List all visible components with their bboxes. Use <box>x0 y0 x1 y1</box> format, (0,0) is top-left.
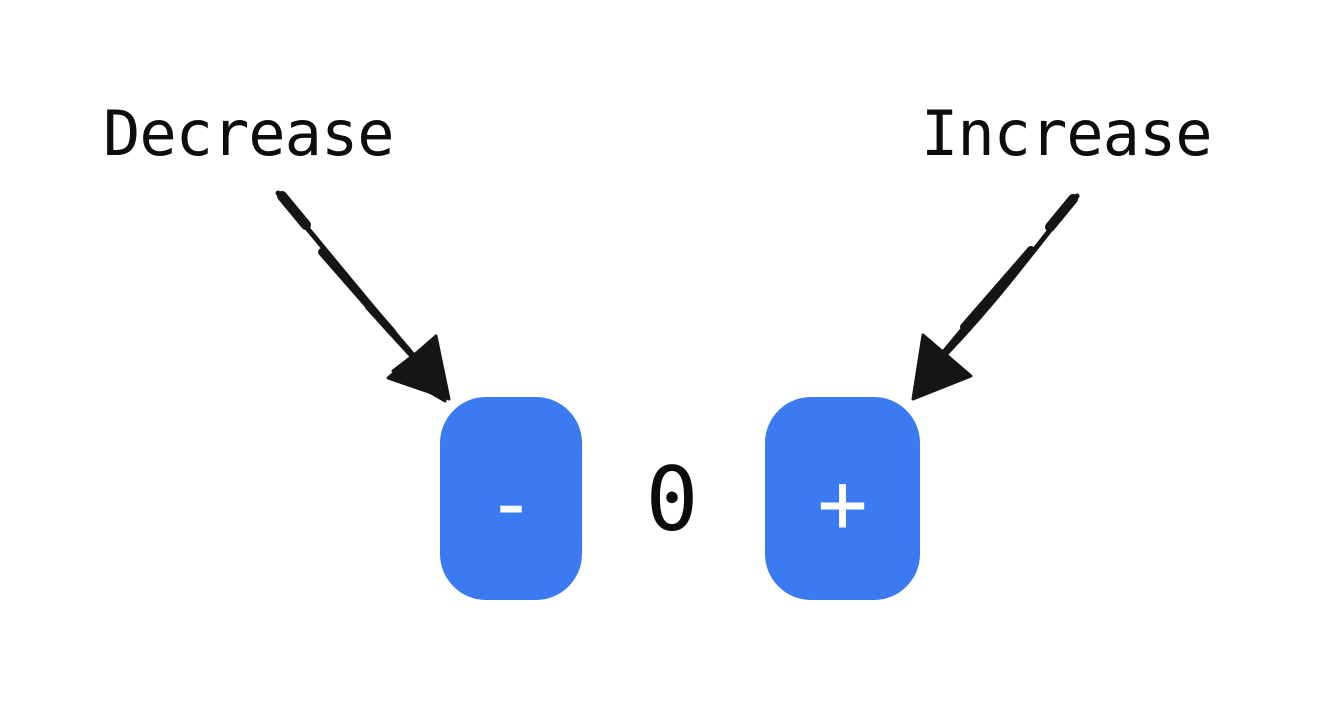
decrease-arrow-shaft <box>275 190 439 385</box>
increase-arrow-shaft <box>928 193 1080 372</box>
increase-arrow-shaft-overdraw-mid <box>960 246 1035 331</box>
increase-arrow-shaft-overdraw-low <box>935 297 991 363</box>
increase-arrow-head <box>911 333 973 401</box>
counter-value: 0 <box>645 448 699 551</box>
decrement-button[interactable]: - <box>440 397 582 600</box>
decrease-arrow-shaft-overdraw-low <box>365 304 433 378</box>
increase-arrow-icon <box>911 193 1080 401</box>
decrease-arrow-head-overdraw <box>391 340 447 403</box>
increase-arrow-head-overdraw <box>914 339 966 399</box>
decrease-arrow-icon <box>275 190 451 403</box>
plus-icon: + <box>817 453 868 552</box>
decrease-arrow-shaft-overdraw-mid <box>318 248 396 336</box>
increase-arrow-shaft-overdraw-start <box>1045 194 1078 232</box>
increment-button[interactable]: + <box>765 397 920 600</box>
minus-icon: - <box>485 453 537 552</box>
increase-annotation-label: Increase <box>921 97 1213 170</box>
decrease-annotation-label: Decrease <box>103 97 395 170</box>
decrease-arrow-shaft-overdraw-start <box>277 191 311 230</box>
decrease-arrow-head <box>386 334 451 401</box>
